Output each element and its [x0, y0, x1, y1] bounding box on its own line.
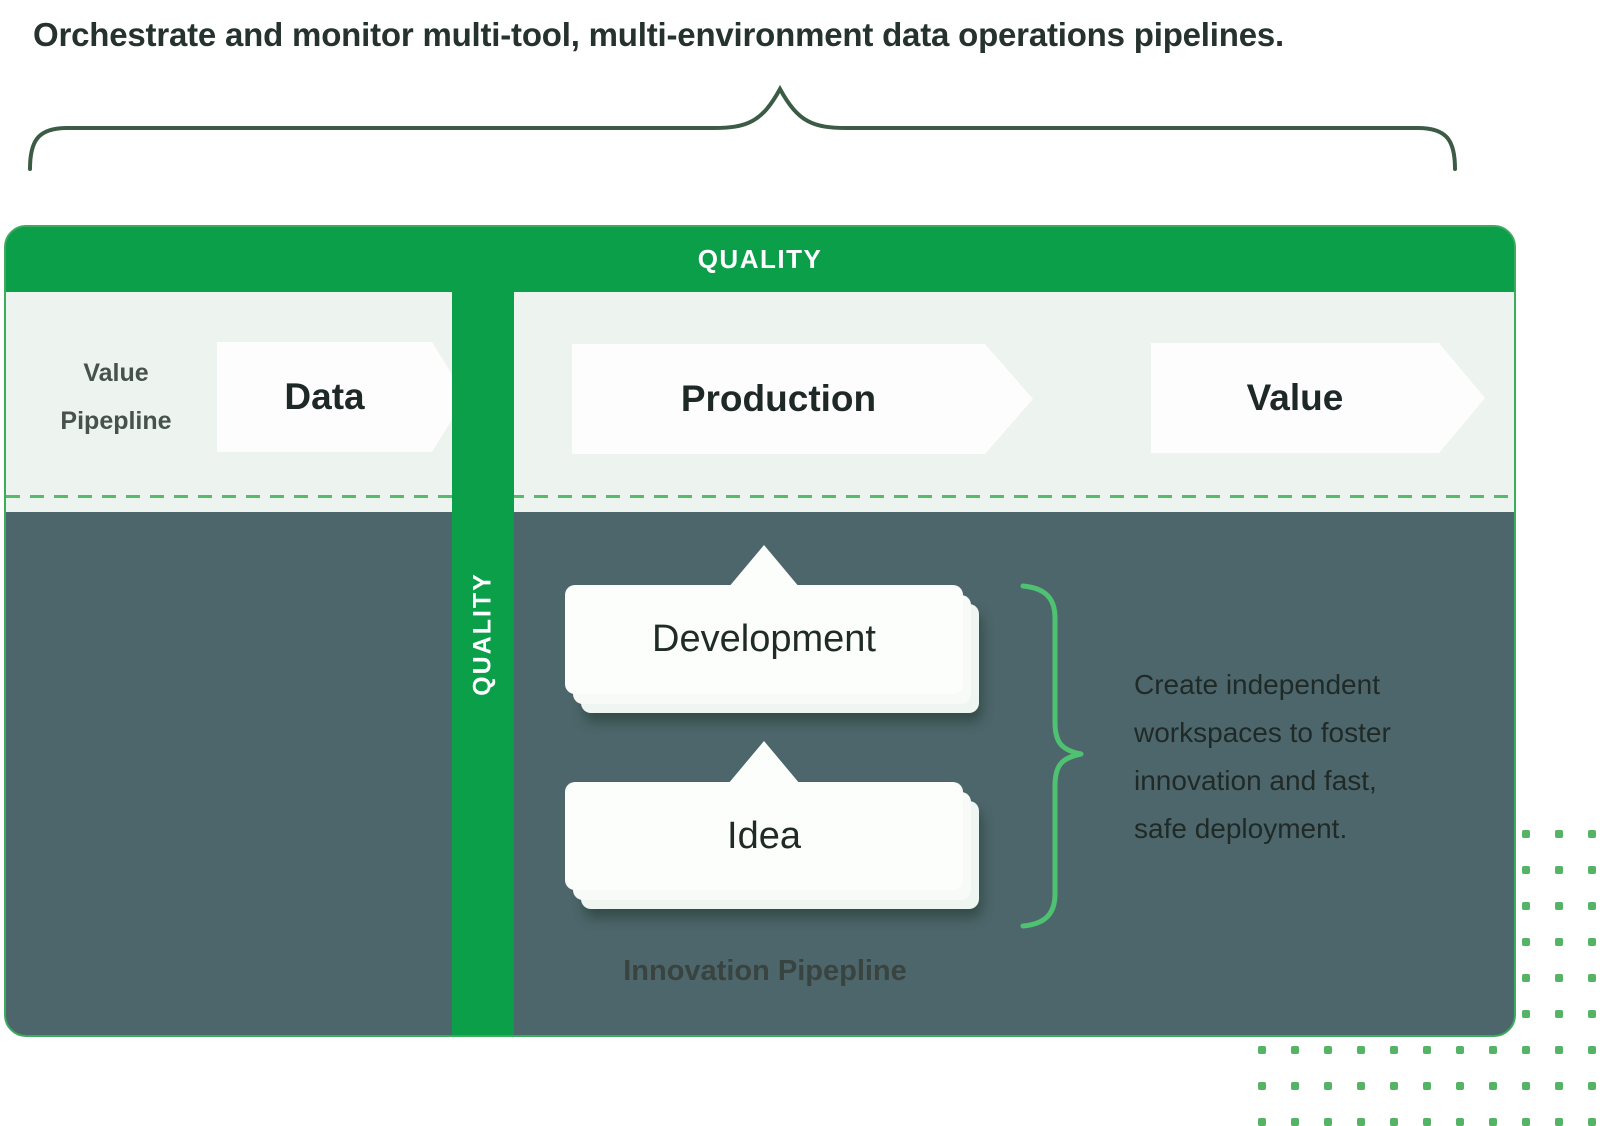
dot: [1258, 1082, 1266, 1090]
idea-card-up-arrow: [728, 741, 800, 784]
dot: [1522, 938, 1530, 946]
dot: [1522, 1046, 1530, 1054]
value-pipeline-label: Value Pipepline: [60, 359, 172, 435]
dot: [1555, 830, 1563, 838]
dot: [1555, 938, 1563, 946]
dot: [1588, 1118, 1596, 1126]
dot: [1258, 1118, 1266, 1126]
dot: [1522, 974, 1530, 982]
dot: [1456, 1118, 1464, 1126]
workspaces-annotation: Create independent workspaces to foster …: [1134, 669, 1391, 844]
dot: [1291, 1082, 1299, 1090]
stage-arrow-data: Data: [217, 342, 466, 452]
dot: [1555, 1118, 1563, 1126]
stage-arrow-data-label: Data: [284, 376, 365, 417]
dot: [1423, 1118, 1431, 1126]
dot: [1522, 866, 1530, 874]
dot: [1588, 1010, 1596, 1018]
dot: [1522, 1118, 1530, 1126]
dot: [1555, 902, 1563, 910]
stage-arrow-value: Value: [1151, 343, 1485, 453]
dot: [1423, 1082, 1431, 1090]
dot: [1555, 1010, 1563, 1018]
dot: [1390, 1046, 1398, 1054]
dot: [1555, 974, 1563, 982]
development-card: Development: [565, 585, 963, 694]
idea-card-label: Idea: [727, 814, 801, 857]
workspaces-brace: [1020, 583, 1084, 929]
dot: [1390, 1082, 1398, 1090]
dot: [1357, 1046, 1365, 1054]
dot: [1324, 1082, 1332, 1090]
dot: [1324, 1118, 1332, 1126]
dot: [1357, 1082, 1365, 1090]
dot: [1423, 1046, 1431, 1054]
dot: [1588, 830, 1596, 838]
dot: [1588, 866, 1596, 874]
dot: [1489, 1046, 1497, 1054]
dot: [1555, 866, 1563, 874]
stage-arrow-production-label: Production: [680, 378, 877, 419]
dot: [1588, 974, 1596, 982]
development-card-up-arrow: [728, 545, 800, 588]
title-brace: [28, 84, 1457, 171]
quality-header-label: QUALITY: [697, 244, 823, 274]
dot: [1588, 1046, 1596, 1054]
dot: [1456, 1046, 1464, 1054]
dot: [1489, 1082, 1497, 1090]
pipeline-panel: QUALITY Value Pipepline Data Production …: [4, 225, 1516, 1037]
dot: [1522, 902, 1530, 910]
dot: [1489, 1118, 1497, 1126]
stage-arrow-production: Production: [572, 344, 1033, 454]
dot: [1588, 938, 1596, 946]
development-card-label: Development: [652, 618, 876, 660]
dot: [1456, 1082, 1464, 1090]
dot: [1588, 1082, 1596, 1090]
dot: [1390, 1118, 1398, 1126]
dot: [1258, 1046, 1266, 1054]
dot: [1324, 1046, 1332, 1054]
quality-header-bar: QUALITY: [6, 227, 1514, 292]
dot: [1522, 830, 1530, 838]
dot: [1555, 1046, 1563, 1054]
quality-vertical-label: QUALITY: [468, 572, 497, 696]
dot: [1555, 1082, 1563, 1090]
dot: [1291, 1046, 1299, 1054]
stage-arrow-value-label: Value: [1246, 377, 1344, 418]
dot: [1522, 1010, 1530, 1018]
pipeline-divider-dashed-line: [6, 495, 1514, 498]
idea-card: Idea: [565, 782, 963, 890]
quality-vertical-bar: [452, 227, 514, 1035]
dot: [1291, 1118, 1299, 1126]
dot: [1588, 902, 1596, 910]
page-title: Orchestrate and monitor multi-tool, mult…: [33, 16, 1284, 53]
dot: [1522, 1082, 1530, 1090]
dot: [1357, 1118, 1365, 1126]
innovation-pipeline-label: Innovation Pipepline: [623, 955, 907, 987]
